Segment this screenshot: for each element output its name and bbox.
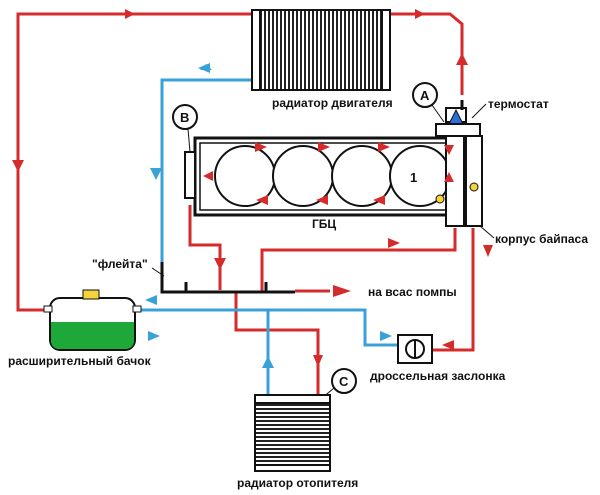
hot-pipe-head-return	[260, 228, 457, 292]
hot-pipe-head-to-flute	[188, 205, 222, 290]
svg-text:A: A	[420, 88, 430, 103]
expansion-tank	[43, 289, 142, 351]
throttle-body	[397, 334, 433, 364]
thermostat-label: термостат	[488, 97, 549, 111]
bypass-housing	[445, 135, 483, 227]
svg-text:B: B	[180, 110, 189, 125]
temp-sensor-head	[435, 194, 445, 204]
cylinder-head	[184, 136, 459, 217]
cold-pipe-radiator-return	[160, 78, 258, 290]
cold-pipes	[135, 78, 398, 395]
svg-text:C: C	[339, 374, 349, 389]
sensor-block-b	[184, 151, 196, 199]
flow-arrows-cold	[145, 63, 392, 368]
expansion-tank-label: расширительный бачок	[8, 354, 152, 368]
engine-radiator-label: радиатор двигателя	[272, 96, 393, 110]
flow-arrows-hot	[12, 9, 493, 367]
flute-label: "флейта"	[92, 257, 148, 271]
cylinder-number: 1	[410, 170, 417, 185]
hot-pipe-to-heater	[234, 292, 320, 395]
thermostat-assembly	[435, 107, 481, 137]
cold-pipe-tank-line	[135, 308, 398, 347]
hot-pipe-bypass-to-throttle	[432, 228, 475, 352]
throttle-label: дроссельная заслонка	[370, 369, 506, 383]
tank-cap	[82, 289, 100, 300]
marker-c: C	[321, 368, 357, 399]
marker-b: B	[172, 104, 198, 153]
cylinder-head-label: ГБЦ	[312, 217, 336, 231]
marker-a: A	[412, 82, 445, 123]
temp-sensor-bypass	[469, 182, 479, 192]
flute-manifold	[160, 262, 295, 294]
engine-radiator	[251, 9, 391, 91]
heater-radiator	[254, 394, 331, 472]
pump-intake-label: на всас помпы	[368, 285, 457, 299]
heater-radiator-label: радиатор отопителя	[237, 476, 358, 490]
bypass-housing-label: корпус байпаса	[495, 232, 588, 246]
